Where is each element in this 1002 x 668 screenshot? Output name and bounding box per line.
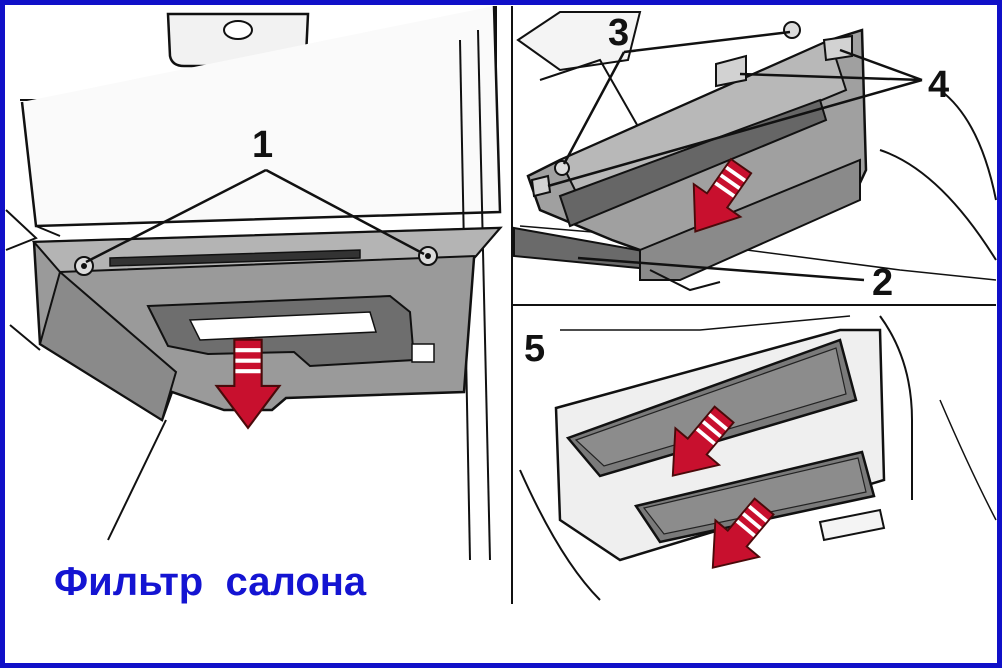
leader-1 bbox=[85, 168, 425, 264]
callout-4: 4 bbox=[928, 64, 950, 106]
screw bbox=[783, 21, 801, 39]
leader-2 bbox=[577, 256, 865, 282]
left-panel bbox=[5, 5, 503, 561]
callout-1: 1 bbox=[252, 124, 274, 166]
top-right-panel bbox=[513, 11, 997, 292]
leader-4 bbox=[547, 48, 923, 188]
leader-3 bbox=[562, 30, 791, 165]
screw bbox=[554, 160, 570, 176]
retaining-clip bbox=[715, 54, 747, 88]
caption: Фильтр салона bbox=[54, 560, 367, 604]
bottom-right-panel bbox=[519, 315, 997, 601]
retaining-clip bbox=[822, 34, 853, 62]
callout-2: 2 bbox=[872, 262, 894, 304]
callout-3: 3 bbox=[608, 12, 630, 54]
glovebox-lid bbox=[20, 5, 502, 228]
callout-5: 5 bbox=[524, 328, 546, 370]
